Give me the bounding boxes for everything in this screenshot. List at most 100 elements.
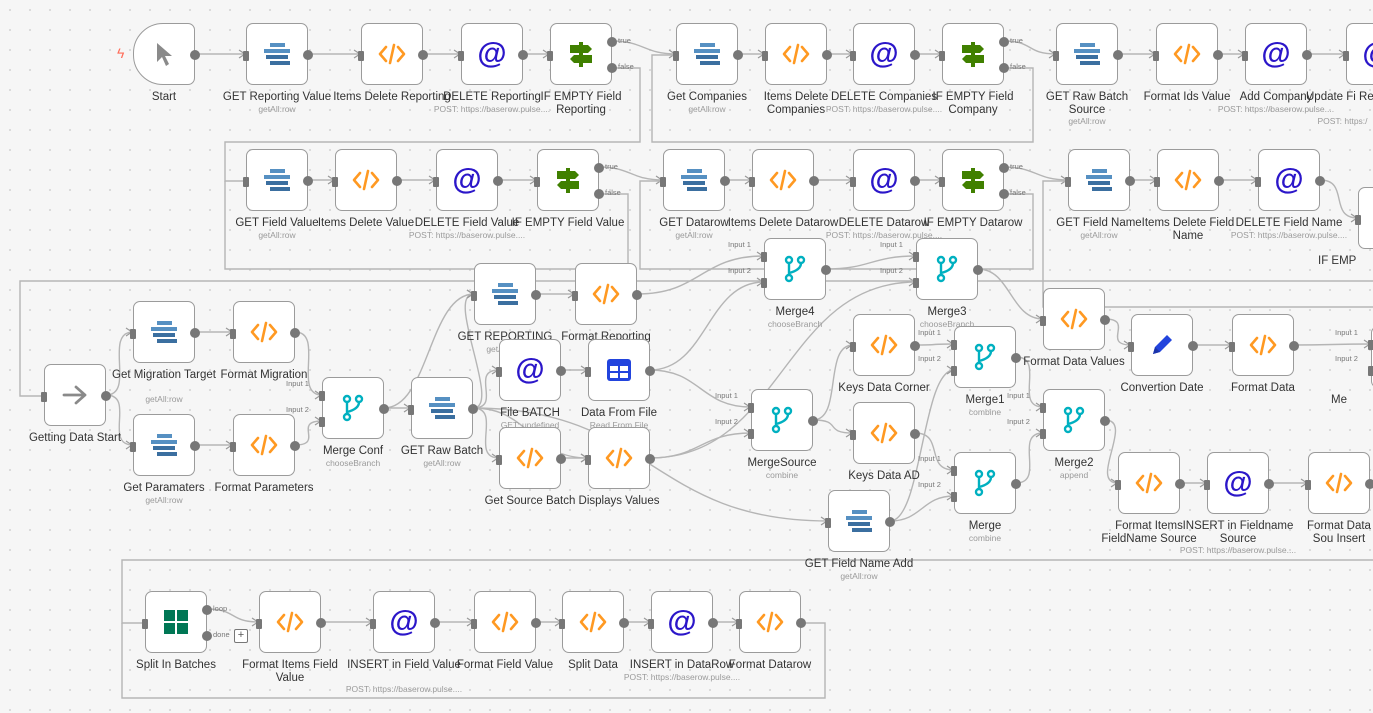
- node-format-data[interactable]: [1229, 314, 1299, 376]
- node-update-fi[interactable]: @: [1343, 23, 1373, 85]
- input-handle[interactable]: [496, 455, 502, 465]
- input-handle-1[interactable]: [319, 391, 325, 401]
- input-handle[interactable]: [939, 177, 945, 187]
- node-convertion-date[interactable]: [1128, 314, 1198, 376]
- node-if-empty-field-company[interactable]: [939, 23, 1009, 85]
- output-handle[interactable]: [973, 265, 983, 275]
- input-handle[interactable]: [370, 619, 376, 629]
- node-get-field-name[interactable]: [1065, 149, 1135, 211]
- output-handle[interactable]: [910, 50, 920, 60]
- output-handle[interactable]: [101, 391, 111, 401]
- node-format-data-values[interactable]: [1040, 288, 1110, 350]
- output-handle[interactable]: [1125, 176, 1135, 186]
- node-if-empty-datarow[interactable]: [939, 149, 1009, 211]
- input-handle[interactable]: [230, 329, 236, 339]
- output-handle[interactable]: [1175, 479, 1185, 489]
- node-delete-field-name[interactable]: @: [1255, 149, 1325, 211]
- node-data-from-file[interactable]: [585, 339, 655, 401]
- node-merge1[interactable]: [951, 326, 1021, 388]
- input-handle[interactable]: [1053, 51, 1059, 61]
- output-handle-loop[interactable]: [202, 605, 212, 615]
- input-handle-2[interactable]: [913, 278, 919, 288]
- input-handle[interactable]: [1229, 342, 1235, 352]
- output-handle[interactable]: [720, 176, 730, 186]
- input-handle[interactable]: [850, 430, 856, 440]
- input-handle-1[interactable]: [748, 403, 754, 413]
- output-handle[interactable]: [645, 366, 655, 376]
- node-format-migration[interactable]: [230, 301, 300, 363]
- input-handle[interactable]: [1305, 480, 1311, 490]
- output-handle[interactable]: [619, 618, 629, 628]
- output-handle[interactable]: [822, 50, 832, 60]
- input-handle[interactable]: [850, 177, 856, 187]
- input-handle[interactable]: [408, 405, 414, 415]
- node-if-empty-field-reporting[interactable]: [547, 23, 617, 85]
- input-handle[interactable]: [433, 177, 439, 187]
- output-handle[interactable]: [1100, 315, 1110, 325]
- output-handle[interactable]: [1214, 176, 1224, 186]
- node-format-reporting[interactable]: [572, 263, 642, 325]
- output-handle[interactable]: [1011, 479, 1021, 489]
- input-handle[interactable]: [673, 51, 679, 61]
- node-get-raw-batch[interactable]: [408, 377, 478, 439]
- output-handle[interactable]: [430, 618, 440, 628]
- output-handle[interactable]: [418, 50, 428, 60]
- output-handle[interactable]: [468, 404, 478, 414]
- output-handle[interactable]: [303, 176, 313, 186]
- node-merge2[interactable]: [1040, 389, 1110, 451]
- node-delete-companies[interactable]: @: [850, 23, 920, 85]
- input-handle[interactable]: [559, 619, 565, 629]
- node-format-field-value[interactable]: [471, 591, 541, 653]
- input-handle[interactable]: [585, 455, 591, 465]
- output-handle-false[interactable]: [607, 63, 617, 73]
- input-handle[interactable]: [471, 619, 477, 629]
- node-format-items-fieldname-source[interactable]: [1115, 452, 1185, 514]
- output-handle-true[interactable]: [999, 163, 1009, 173]
- input-handle-2[interactable]: [951, 492, 957, 502]
- input-handle[interactable]: [1115, 480, 1121, 490]
- input-handle[interactable]: [1255, 177, 1261, 187]
- input-handle[interactable]: [939, 51, 945, 61]
- node-format-items-field-value[interactable]: [256, 591, 326, 653]
- node-items-delete-datarow[interactable]: [749, 149, 819, 211]
- output-handle[interactable]: [556, 366, 566, 376]
- input-handle[interactable]: [1355, 215, 1361, 225]
- node-start[interactable]: [133, 23, 200, 85]
- input-handle[interactable]: [142, 619, 148, 629]
- input-handle[interactable]: [1153, 51, 1159, 61]
- output-handle[interactable]: [1264, 479, 1274, 489]
- input-handle[interactable]: [850, 342, 856, 352]
- output-handle[interactable]: [531, 618, 541, 628]
- node-get-migration-target[interactable]: [130, 301, 200, 363]
- node-delete-reporting[interactable]: @: [458, 23, 528, 85]
- output-handle[interactable]: [303, 50, 313, 60]
- output-handle[interactable]: [316, 618, 326, 628]
- input-handle[interactable]: [496, 367, 502, 377]
- input-handle[interactable]: [332, 177, 338, 187]
- node-format-parameters[interactable]: [230, 414, 300, 476]
- input-handle-2[interactable]: [761, 278, 767, 288]
- output-handle[interactable]: [796, 618, 806, 628]
- input-handle[interactable]: [1204, 480, 1210, 490]
- output-handle[interactable]: [1302, 50, 1312, 60]
- input-handle[interactable]: [256, 619, 262, 629]
- input-handle[interactable]: [1040, 316, 1046, 326]
- input-handle[interactable]: [471, 291, 477, 301]
- input-handle[interactable]: [825, 518, 831, 528]
- input-handle-1[interactable]: [951, 466, 957, 476]
- node-items-delete-field-name[interactable]: [1154, 149, 1224, 211]
- output-handle[interactable]: [910, 176, 920, 186]
- input-handle[interactable]: [243, 51, 249, 61]
- node-keys-data-ad[interactable]: [850, 402, 920, 464]
- input-handle-2[interactable]: [951, 366, 957, 376]
- node-merge4[interactable]: [761, 238, 831, 300]
- input-handle-1[interactable]: [913, 252, 919, 262]
- output-handle-false[interactable]: [594, 189, 604, 199]
- output-handle[interactable]: [1188, 341, 1198, 351]
- output-handle[interactable]: [1100, 416, 1110, 426]
- node-displays-values[interactable]: [585, 427, 655, 489]
- input-handle[interactable]: [130, 329, 136, 339]
- input-handle[interactable]: [1065, 177, 1071, 187]
- output-handle[interactable]: [556, 454, 566, 464]
